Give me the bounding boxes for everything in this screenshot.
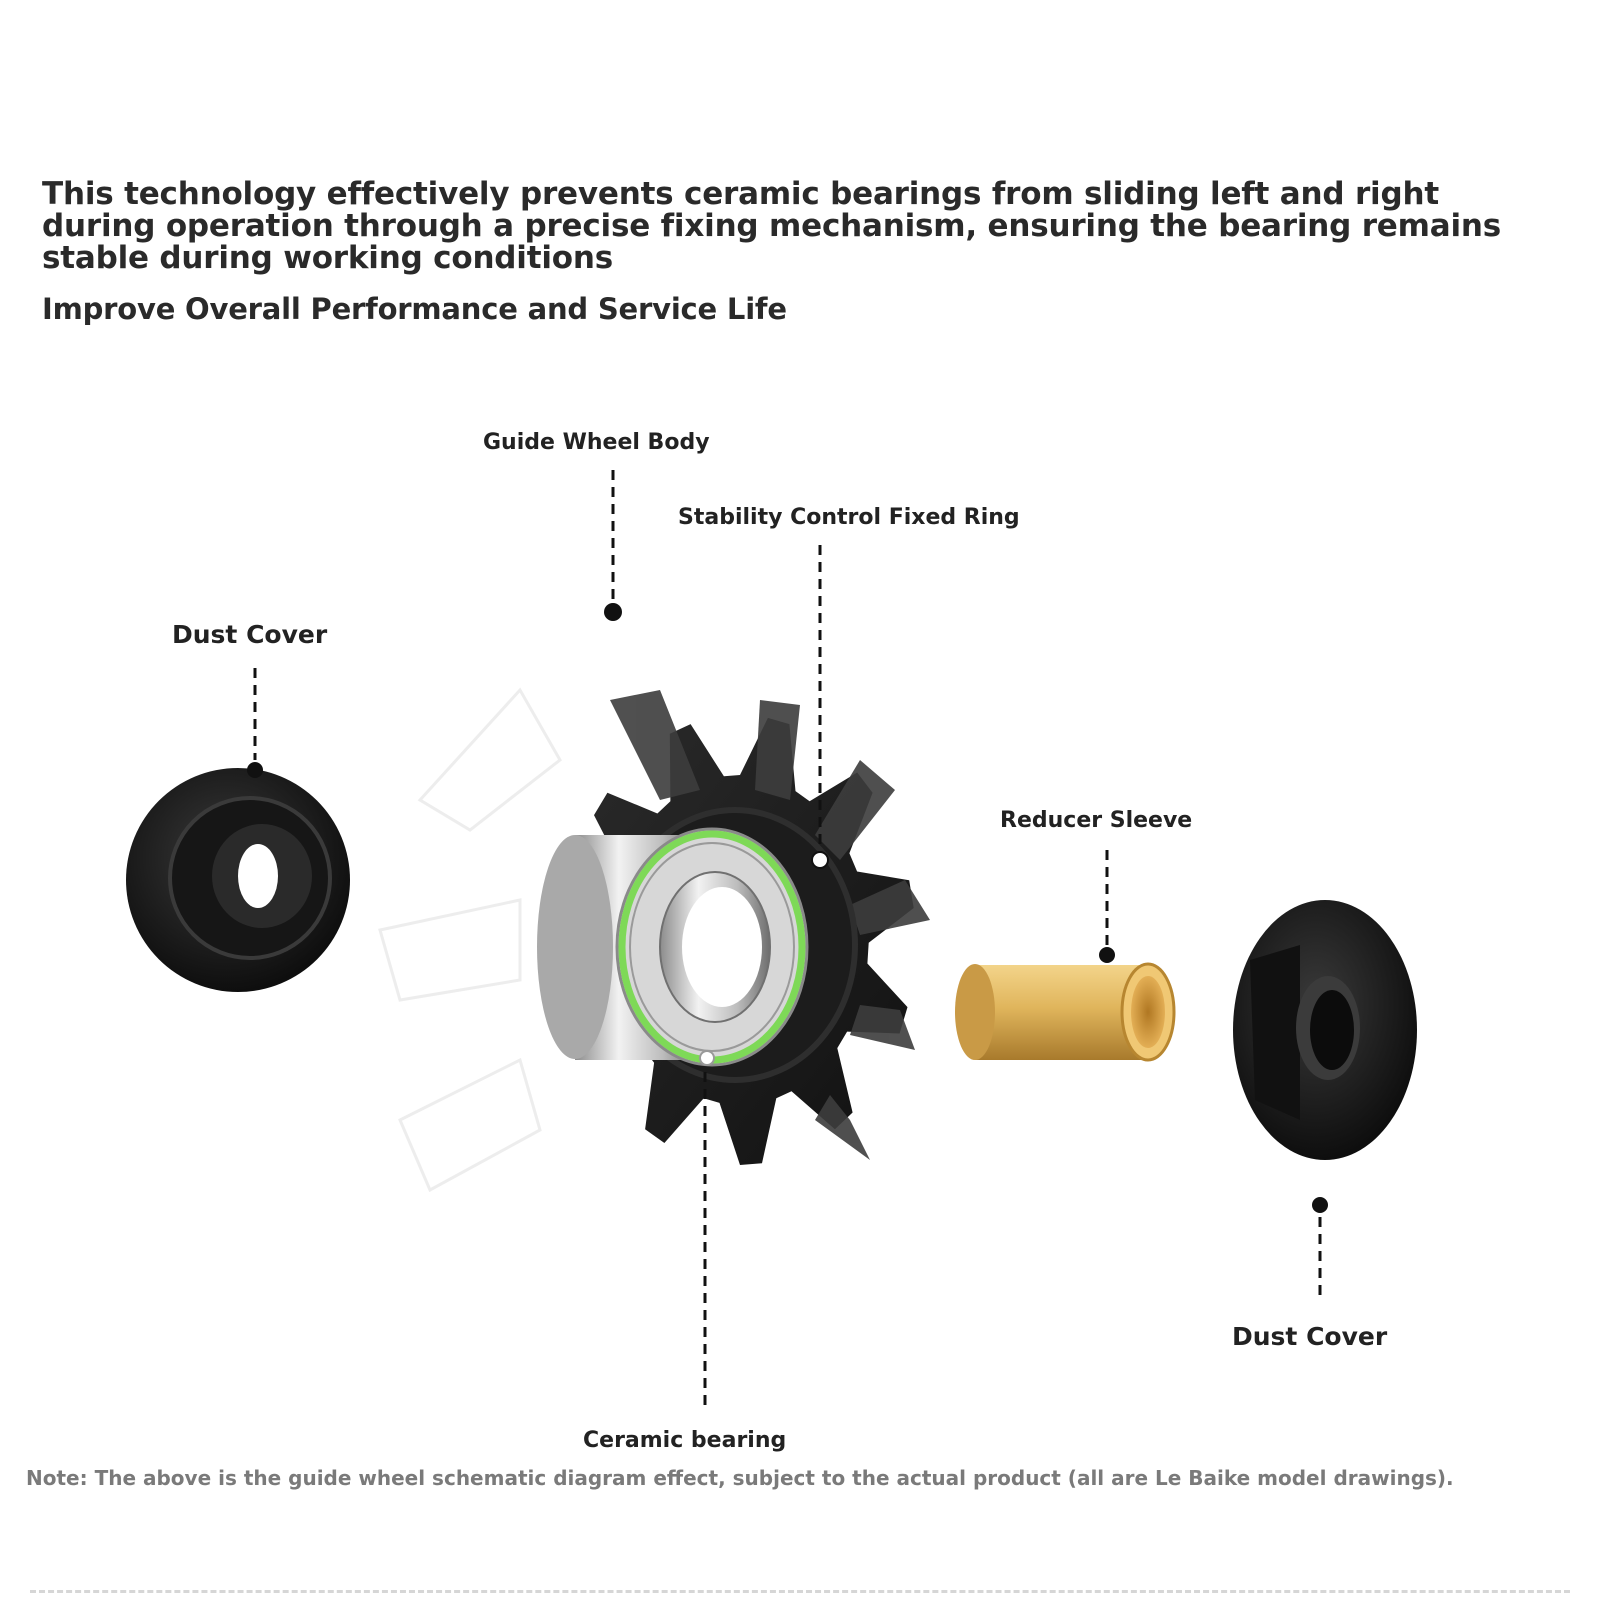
headline-text: This technology effectively prevents cer… [42, 176, 1501, 276]
label-stability-ring: Stability Control Fixed Ring [678, 505, 1020, 530]
ghost-wheel-outline [378, 687, 562, 1193]
label-ceramic-bearing: Ceramic bearing [583, 1428, 787, 1453]
leader-dots [247, 603, 1328, 1213]
footnote-text: Note: The above is the guide wheel schem… [26, 1466, 1454, 1490]
subheadline-text: Improve Overall Performance and Service … [42, 292, 787, 326]
label-dust-cover-left: Dust Cover [172, 620, 328, 649]
label-reducer-sleeve: Reducer Sleeve [1000, 808, 1193, 833]
leader-lines [253, 470, 1322, 1405]
ceramic-bearing [537, 827, 809, 1067]
reducer-sleeve [955, 962, 1176, 1062]
dust-cover-left [126, 768, 350, 992]
footer-dashed-divider [30, 1590, 1570, 1593]
label-guide-wheel-body: Guide Wheel Body [483, 430, 710, 455]
dust-cover-right [1233, 900, 1417, 1160]
label-dust-cover-right: Dust Cover [1232, 1322, 1388, 1351]
